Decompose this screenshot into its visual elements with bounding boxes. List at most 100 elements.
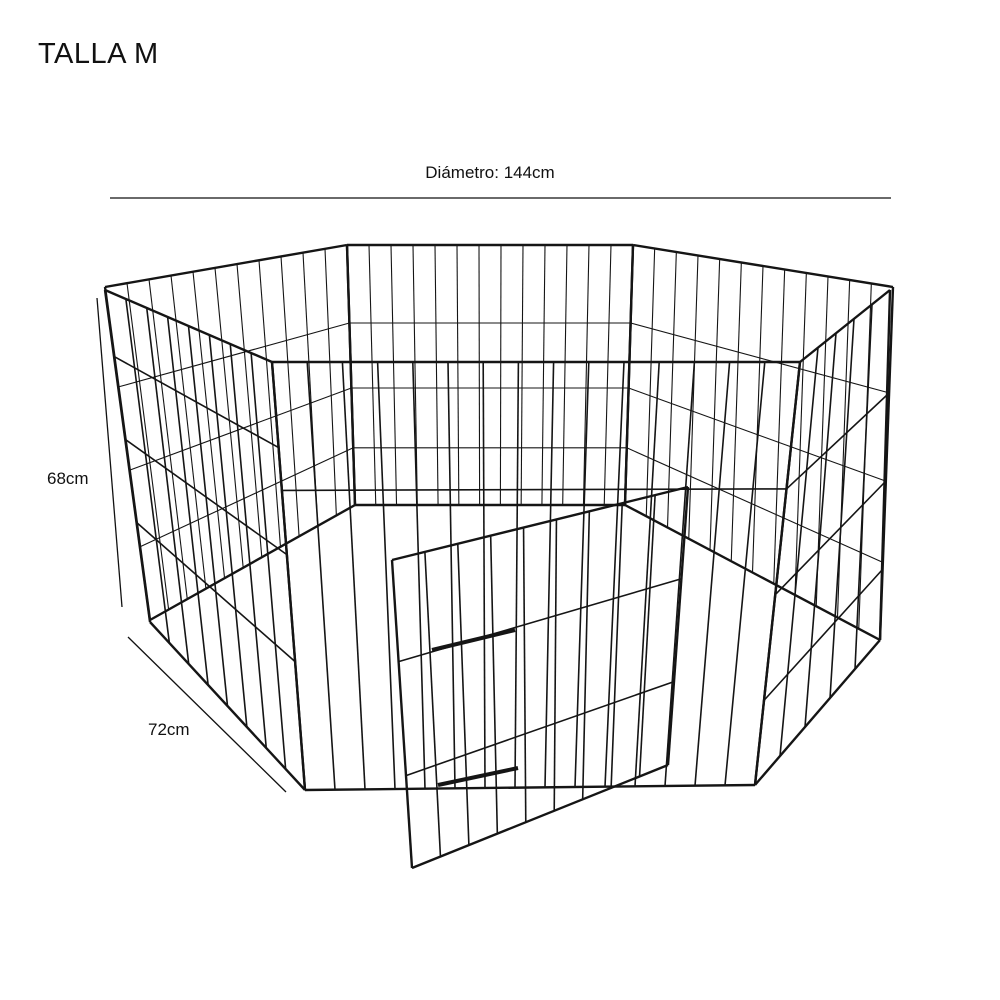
front-center-panel-bar [376,361,396,790]
front-left-panel-rail [124,438,288,556]
door-panel-bar [390,559,414,869]
back-left-panel-rail [149,503,356,622]
back-right-panel-bar [794,272,807,596]
door-panel-bar [424,551,442,857]
back-left-panel-bar [324,248,337,516]
front-right-panel-rail [763,569,883,701]
back-left-panel-bar [126,283,170,610]
back-left-panel-bar [214,267,244,568]
front-center-panel-bar [412,361,426,789]
back-center-panel-bar [390,244,398,506]
front-left-panel-bar [208,334,248,728]
back-left-panel-bar [236,264,263,558]
front-right-panel-rail [785,394,888,490]
back-center-panel-bar [603,244,612,506]
back-left-panel-rail [118,322,350,388]
front-center-panel-rail [304,783,756,792]
front-right-panel-bar [854,304,873,670]
front-center-panel-bar [724,361,766,786]
back-right-panel-rail [632,243,894,289]
front-center-panel-rail [281,488,787,492]
back-left-panel-rail [104,243,348,289]
back-left-panel-bar [148,279,188,600]
back-right-panel-bar [836,279,851,618]
back-right-panel-bar [623,244,635,506]
wire-pen [103,243,895,870]
front-left-panel-bar [145,307,190,665]
front-right-panel-rail [754,639,881,786]
door-panel-bar [638,495,656,777]
front-center-panel-bar [694,361,731,786]
back-left-panel-bar [280,256,300,537]
back-center-panel-bar [456,244,460,506]
width-dimension-line [127,636,287,793]
front-center-panel-bar [482,361,486,789]
front-center-panel-bar [664,361,696,787]
front-right-panel-bar [753,361,802,786]
door-panel-bar [522,527,527,823]
door-panel-bar [610,503,624,788]
front-center-panel-bar [634,361,660,787]
back-left-panel-rail [129,387,352,471]
door-panel-bar [581,511,591,800]
front-left-panel-bar [125,298,171,644]
front-left-panel-bar [103,289,152,623]
front-center-panel-bar [341,361,366,790]
front-center-panel-bar [574,361,590,788]
back-left-panel-rail [139,447,354,548]
door-panel-bar [666,486,690,766]
front-left-panel-bar [229,343,268,749]
back-right-panel-bar [709,258,721,551]
back-right-panel-bar [666,251,677,528]
door-panel-rail [391,485,689,562]
front-center-panel-bar [604,361,625,787]
door-panel-bar [489,535,499,834]
front-right-panel-bar [779,347,819,757]
front-right-panel-rail [799,289,891,363]
back-center-panel-bar [582,244,590,506]
front-center-panel-bar [270,361,307,791]
front-left-panel-bar [250,352,287,770]
front-left-panel-rail [113,355,279,449]
door-latch [431,628,516,652]
diameter-label: Diámetro: 144cm [425,163,555,182]
back-center-panel-bar [434,244,439,506]
back-left-panel-bar [192,271,226,579]
door-panel-rail [411,763,669,870]
back-center-panel-bar [499,244,502,506]
size-label: TALLA M [38,38,159,70]
front-left-panel-rail [135,521,296,663]
back-left-panel-bar [170,275,207,589]
back-right-panel-bar [688,255,699,539]
back-right-panel-bar [645,248,656,517]
back-center-panel-bar [478,244,481,506]
front-right-panel-bar [804,333,837,728]
back-right-panel-bar [773,269,786,584]
back-right-panel-rail [630,322,890,394]
front-left-panel-bar [166,316,209,686]
front-right-panel-bar [878,289,892,641]
door-panel-bar [553,519,558,811]
back-center-panel-bar [345,244,357,506]
back-center-panel-bar [562,244,568,506]
front-left-panel-rail [149,621,306,791]
back-right-panel-rail [624,503,881,642]
door-panel-bar [456,543,470,846]
front-right-panel-rail [774,481,886,596]
front-left-panel-rail [104,288,273,364]
back-center-panel-bar [412,244,418,506]
height-dimension-line [96,297,123,608]
door-latch [437,766,519,787]
front-left-panel-bar [187,325,229,707]
front-center-panel-bar [447,361,456,789]
back-center-panel-bar [520,244,524,506]
back-right-panel-bar [730,262,742,562]
front-right-panel-bar [829,318,855,699]
back-center-panel-bar [368,244,377,506]
front-center-panel-bar [514,361,520,788]
front-center-panel-bar [544,361,555,788]
front-center-panel-bar [306,361,336,790]
back-left-panel-bar [258,260,282,547]
door-panel-rail [405,680,675,777]
